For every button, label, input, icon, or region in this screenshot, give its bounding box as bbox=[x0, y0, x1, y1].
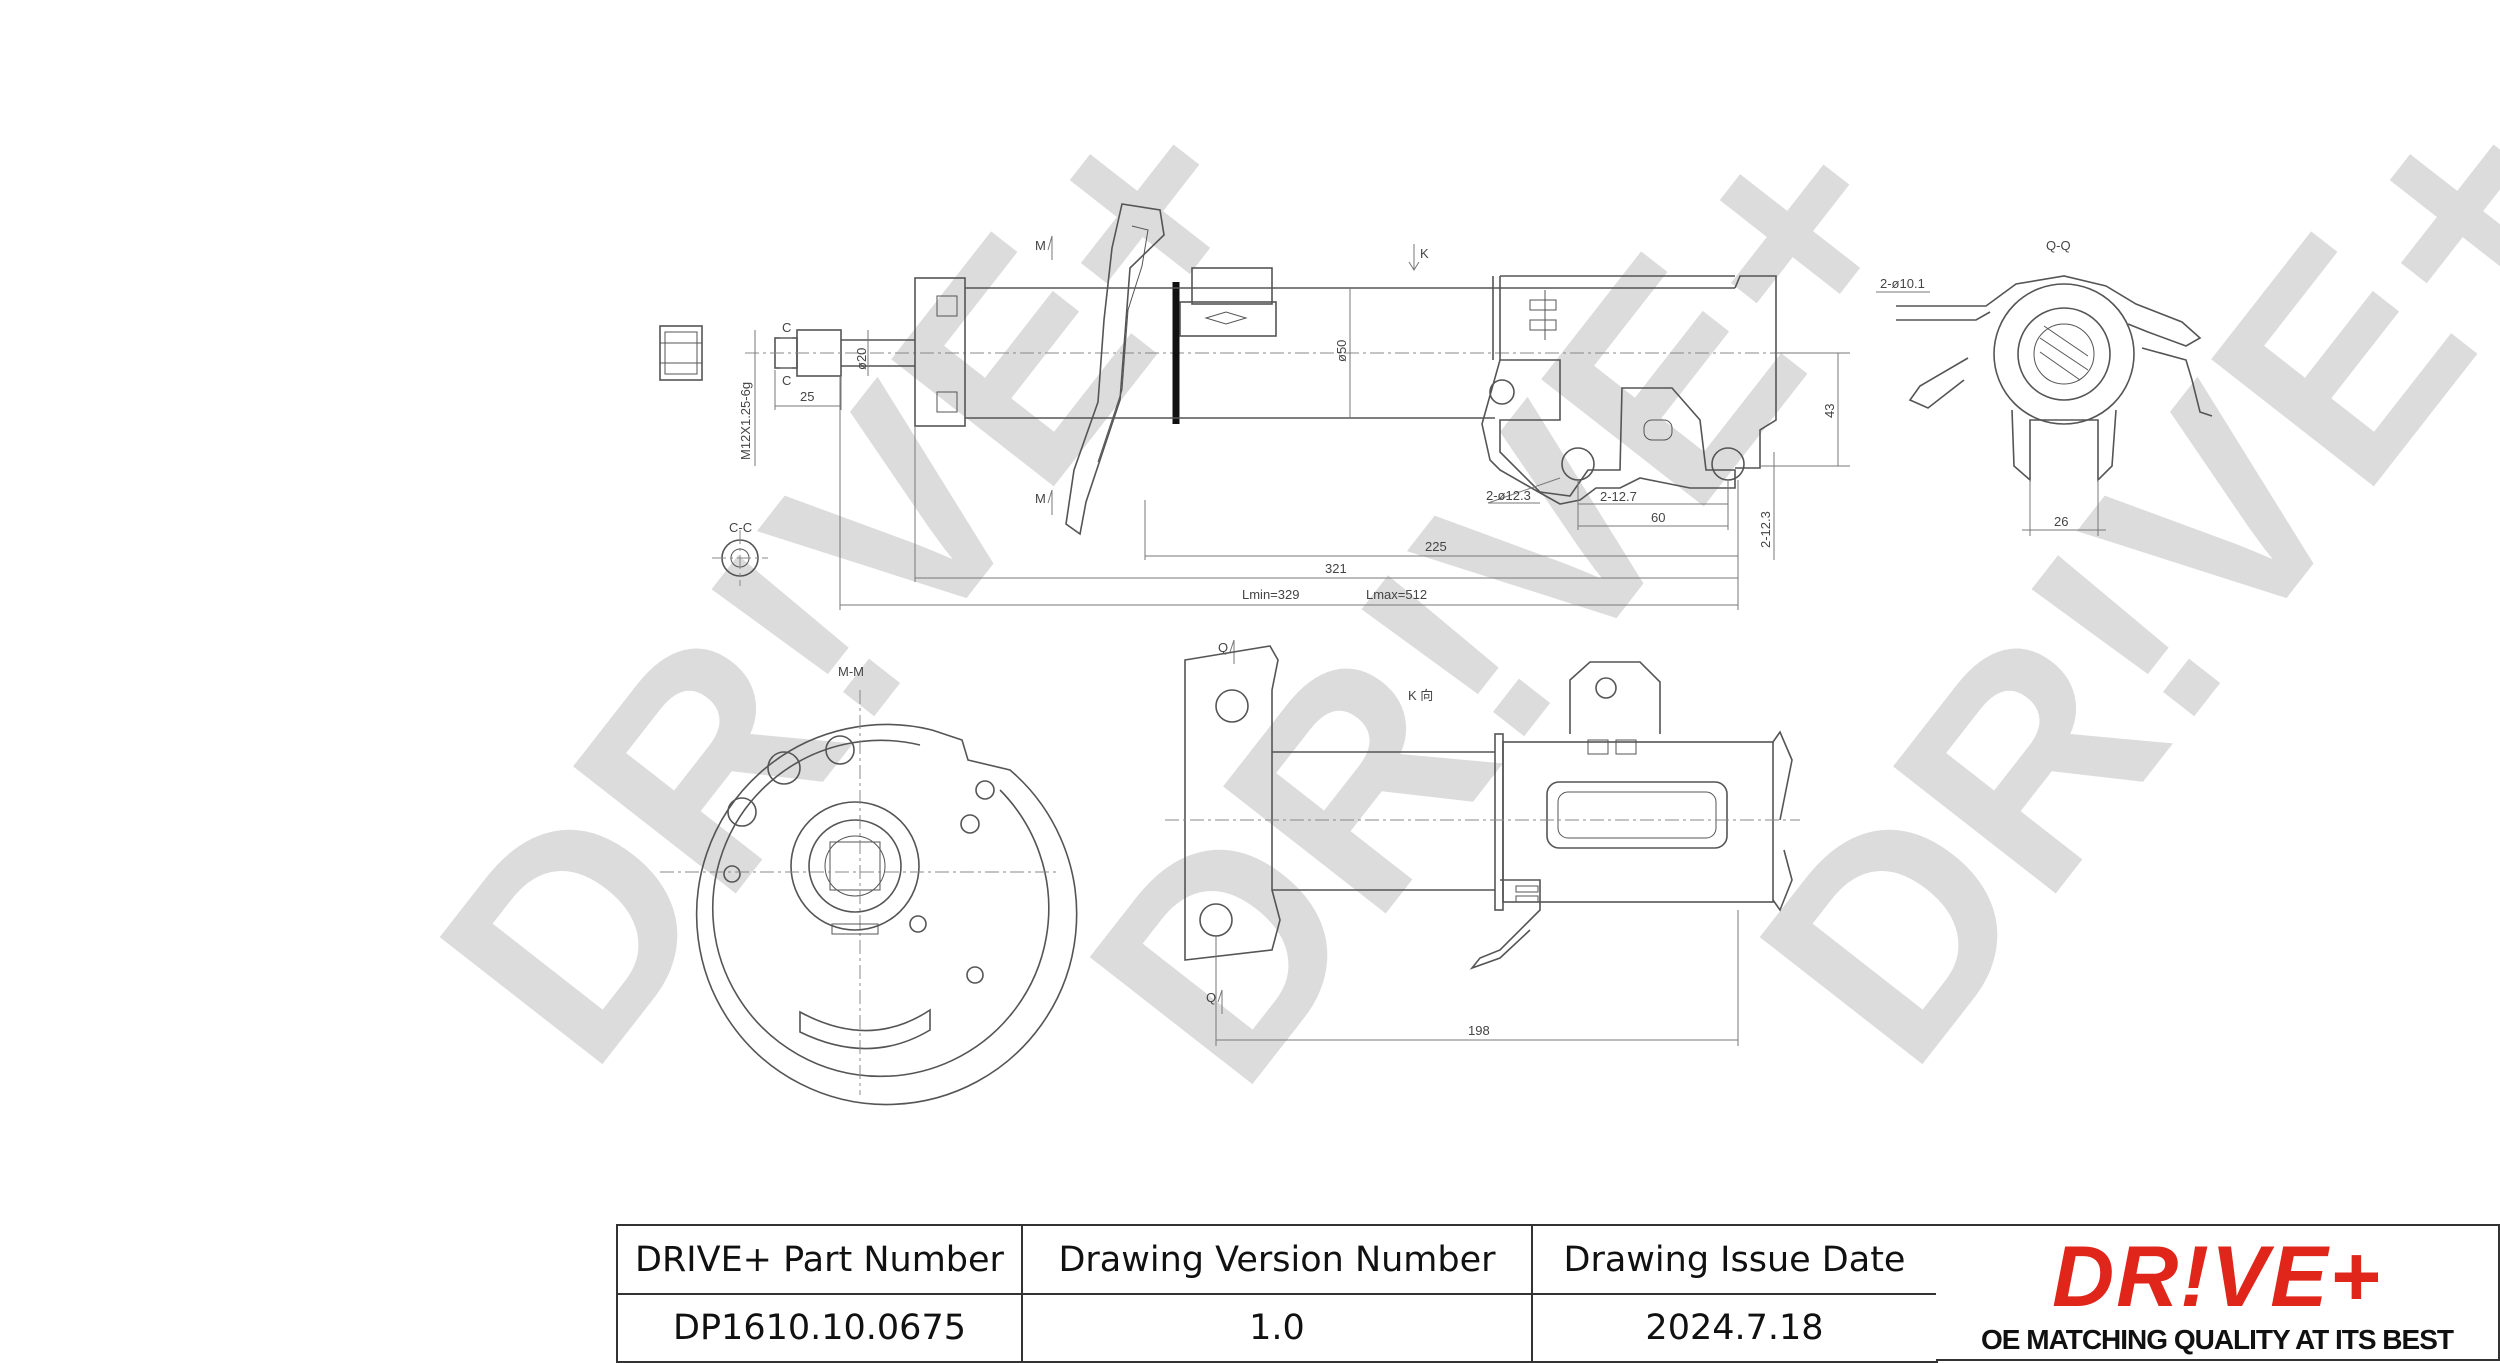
dim-hole-width: 2-12.7 bbox=[1600, 489, 1637, 504]
marker-m-label: M bbox=[1035, 491, 1046, 506]
part-number-header: DRIVE+ Part Number bbox=[616, 1224, 1023, 1295]
marker-c-label: C bbox=[782, 320, 791, 335]
section-cc-label: C-C bbox=[729, 520, 752, 535]
dim-seat-to-bracket: 225 bbox=[1425, 539, 1447, 554]
title-value-row: DP1610.10.0675 1.0 2024.7.18 bbox=[616, 1293, 1938, 1363]
dim-top-holes: 2-ø10.1 bbox=[1880, 276, 1925, 291]
dim-mount-width: 26 bbox=[2054, 514, 2068, 529]
watermark-group: DR!VE+ DR!VE+ DR!VE+ bbox=[376, 39, 2500, 1139]
section-qq: Q-Q 2-ø10.1 26 bbox=[1876, 238, 2213, 536]
marker-m-label: M bbox=[1035, 238, 1046, 253]
version-header: Drawing Version Number bbox=[1021, 1224, 1533, 1295]
marker-q-label: Q bbox=[1218, 640, 1228, 655]
part-number-value: DP1610.10.0675 bbox=[616, 1293, 1023, 1363]
dim-rod-diameter: ø20 bbox=[854, 348, 869, 370]
marker-k-label: K bbox=[1420, 246, 1429, 261]
dim-bottom-length: 198 bbox=[1468, 1023, 1490, 1038]
view-k: K 向 Q Q 198 bbox=[1165, 639, 1800, 1046]
side-view: M M C C K M12X1.25-6g 25 bbox=[659, 203, 1850, 610]
section-mm: M-M bbox=[660, 664, 1078, 1106]
version-value: 1.0 bbox=[1021, 1293, 1533, 1363]
brand-logo: DR!VE+ OE MATCHING QUALITY AT ITS BEST bbox=[1936, 1224, 2500, 1361]
section-qq-label: Q-Q bbox=[2046, 238, 2071, 253]
dim-holes-bottom: 2-ø12.3 bbox=[1486, 488, 1531, 503]
dim-lmin: Lmin=329 bbox=[1242, 587, 1299, 602]
nut bbox=[659, 325, 703, 381]
section-marker-c: C C bbox=[780, 320, 792, 388]
section-marker-m: M M bbox=[1035, 235, 1053, 515]
section-mm-label: M-M bbox=[838, 664, 864, 679]
marker-q-label: Q bbox=[1206, 990, 1216, 1005]
dim-rod-offset: 25 bbox=[800, 389, 814, 404]
dimension-lines: M12X1.25-6g 25 ø20 ø50 43 2-12.3 2-ø12.3 bbox=[738, 288, 1850, 610]
logo-wordmark: DR!VE+ bbox=[2052, 1229, 2382, 1325]
issue-date-value: 2024.7.18 bbox=[1531, 1293, 1938, 1363]
section-cc: C-C bbox=[712, 520, 768, 586]
dim-hole-pitch: 60 bbox=[1651, 510, 1665, 525]
issue-date-header: Drawing Issue Date bbox=[1531, 1224, 1938, 1295]
title-table: DRIVE+ Part Number Drawing Version Numbe… bbox=[616, 1224, 1938, 1363]
logo-tagline: OE MATCHING QUALITY AT ITS BEST bbox=[1981, 1324, 2454, 1355]
title-block: DRIVE+ Part Number Drawing Version Numbe… bbox=[616, 1224, 2500, 1363]
view-marker-k: K bbox=[1408, 244, 1429, 271]
dim-bracket-height: 43 bbox=[1822, 404, 1837, 418]
strut-body bbox=[1080, 275, 1777, 469]
dim-body-diameter: ø50 bbox=[1334, 340, 1349, 362]
view-k-label: K 向 bbox=[1408, 688, 1433, 703]
dim-hole-spacing: 2-12.3 bbox=[1758, 511, 1773, 548]
marker-c-label: C bbox=[782, 373, 791, 388]
top-mount bbox=[914, 277, 1080, 427]
title-header-row: DRIVE+ Part Number Drawing Version Numbe… bbox=[616, 1224, 1938, 1295]
dim-body-length: 321 bbox=[1325, 561, 1347, 576]
dim-lmax: Lmax=512 bbox=[1366, 587, 1427, 602]
dim-thread: M12X1.25-6g bbox=[738, 382, 753, 460]
